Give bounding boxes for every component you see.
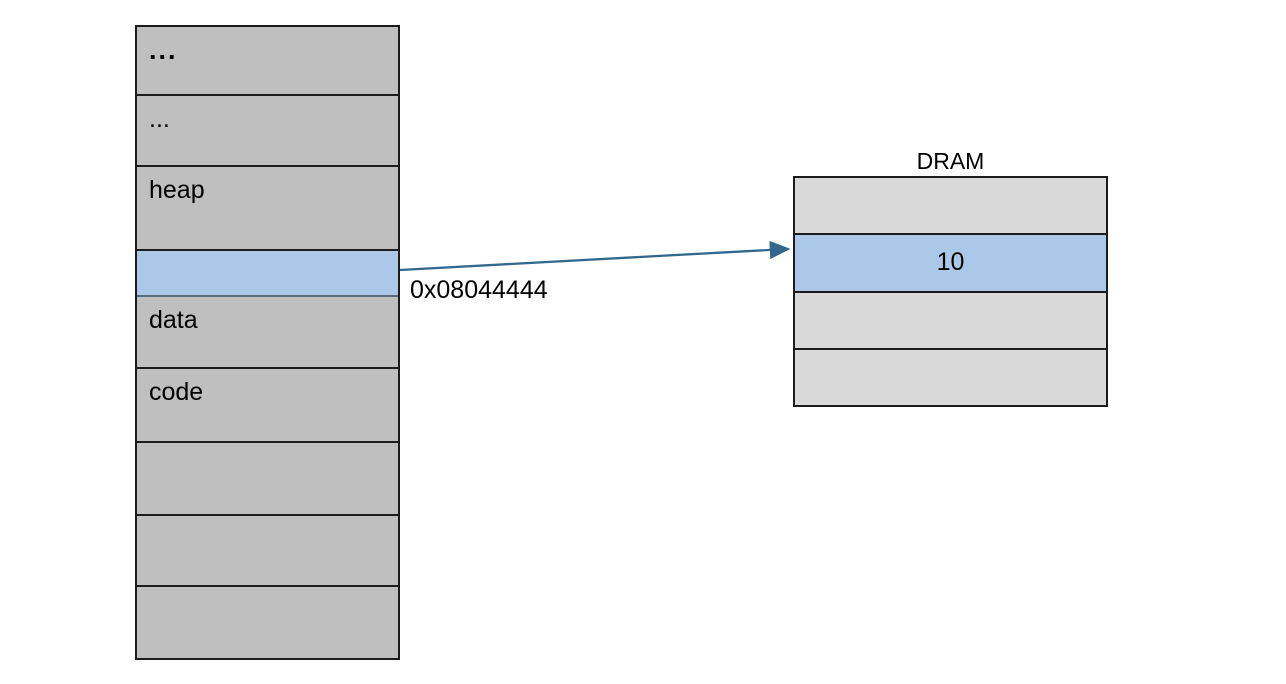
memory-row-data: data [137,297,398,369]
memory-row-label: heap [149,176,205,204]
memory-row-empty [137,516,398,587]
memory-row-heap: heap [137,167,398,251]
dram-row-highlighted-value: 10 [795,235,1106,293]
pointer-arrow [400,240,791,272]
memory-row-label: code [149,378,204,406]
memory-row-label: ... [149,105,170,133]
address-label: 0x08044444 [410,276,548,304]
memory-row-ellipsis: ... [137,96,398,167]
dram-title: DRAM [916,148,985,174]
memory-row-code: code [137,369,398,443]
dram-cell-value: 10 [936,248,965,277]
dram-row-empty [795,292,1106,350]
memory-row-empty [137,443,398,516]
dram-row-empty [795,349,1106,405]
memory-row-label: ... [149,35,178,65]
memory-row-empty [137,587,398,658]
memory-row-highlighted-page [137,251,398,297]
dram-table: 10 [793,176,1108,407]
dram-row-empty [795,178,1106,236]
memory-row-label: data [149,306,198,334]
virtual-memory-column: ... ... heap data code [135,25,400,660]
memory-row-ellipsis-top: ... [137,27,398,96]
